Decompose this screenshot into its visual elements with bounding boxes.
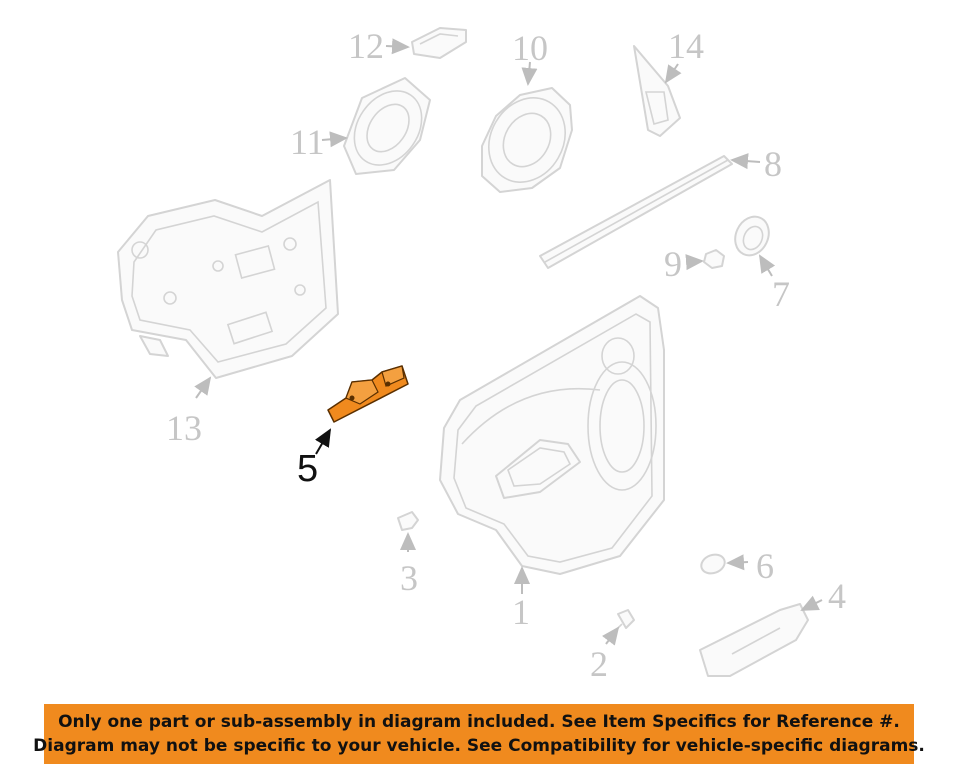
callout-11: 11 [290,122,325,162]
disclaimer-banner: Only one part or sub-assembly in diagram… [33,704,925,764]
parts-diagram [117,27,823,677]
callout-14: 14 [668,26,704,66]
callout-5: 5 [297,448,319,490]
callout-3: 3 [400,558,418,598]
part-7-bezel [734,215,776,277]
callout-6: 6 [756,546,774,586]
callout-7: 7 [772,274,790,314]
disclaimer-line-1: Only one part or sub-assembly in diagram… [58,712,900,732]
part-12-window-switch [385,27,467,59]
part-5-bracket [315,365,409,455]
part-1-door-trim-panel [439,295,665,594]
part-9-nut [685,249,725,271]
disclaimer-line-2: Diagram may not be specific to your vehi… [33,736,925,756]
callout-1: 1 [512,592,530,632]
callout-10: 10 [512,28,548,68]
part-3-clip [397,511,419,552]
callout-4: 4 [828,576,846,616]
callout-2: 2 [590,644,608,684]
part-2-screw [602,609,635,646]
callout-12: 12 [348,26,384,66]
callout-13: 13 [166,408,202,448]
part-10-speaker [481,61,573,193]
callout-8: 8 [764,144,782,184]
part-11-speaker-grille [321,77,431,175]
part-6-plug [700,553,749,575]
part-4-armrest [699,595,823,677]
part-13-inner-panel [117,179,339,399]
part-8-weatherstrip [539,153,761,269]
part-14-trim-panel [633,45,682,137]
callout-9: 9 [664,244,682,284]
